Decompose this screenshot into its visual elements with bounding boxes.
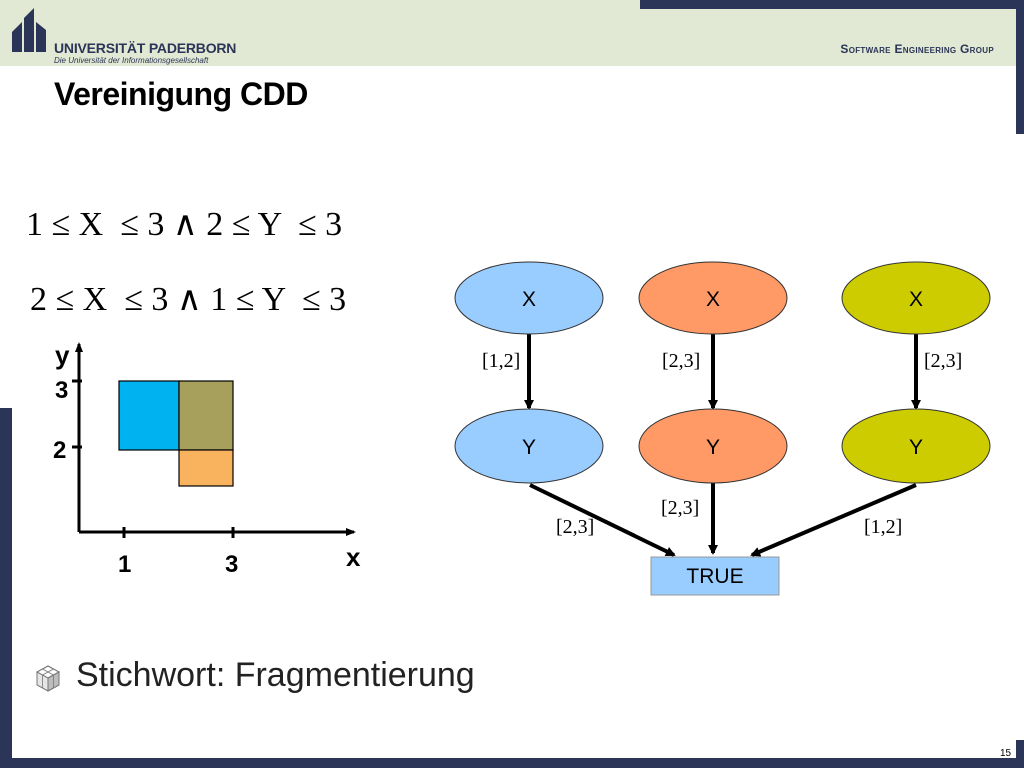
edge-label-x3-y3: [2,3] — [924, 350, 962, 372]
y-tick-label-2: 2 — [53, 437, 66, 464]
region-overlap — [178, 380, 234, 451]
header-band — [0, 0, 1024, 66]
node-x3-label: X — [909, 288, 923, 311]
region-orange — [178, 449, 234, 487]
edge-y3-true — [750, 483, 917, 557]
node-x2 — [638, 261, 788, 335]
footer-corner-bar — [1016, 740, 1024, 768]
edge-label-x1-y1: [1,2] — [482, 350, 520, 372]
region-blue — [118, 380, 180, 451]
edge-label-y2-true: [2,3] — [661, 497, 699, 519]
left-accent-bar — [0, 408, 12, 768]
node-y2 — [638, 408, 788, 484]
header-accent-bar — [640, 0, 1024, 9]
node-y1-label: Y — [522, 436, 536, 459]
formula-2: 2 ≤ X ≤ 3 ∧ 1 ≤ Y ≤ 3 — [30, 281, 347, 318]
node-x2-label: X — [706, 288, 720, 311]
right-accent-bar — [1016, 0, 1024, 134]
edge-label-y3-true: [1,2] — [864, 516, 902, 538]
x-axis-label: x — [346, 542, 361, 572]
edge-y1-true — [529, 483, 676, 557]
node-x1-label: X — [522, 288, 536, 311]
node-x1 — [454, 261, 604, 335]
node-y3 — [841, 408, 991, 484]
university-name: UNIVERSITÄT PADERBORN — [54, 40, 237, 56]
bullet-item: Stichwort: Fragmentierung — [76, 656, 475, 694]
edge-label-x2-y2: [2,3] — [662, 350, 700, 372]
edge-label-y1-true: [2,3] — [556, 516, 594, 538]
node-y2-label: Y — [706, 436, 720, 459]
cube-bullet-icon — [35, 665, 61, 692]
node-true-label: TRUE — [686, 565, 743, 588]
node-y1 — [454, 408, 604, 484]
node-true — [650, 556, 780, 596]
region-plot: y 3 2 1 3 x — [53, 340, 361, 578]
y-axis-label: y — [55, 340, 70, 370]
cdd-diagram: X X X Y Y Y TRUE [1,2] [2,3] [2,3] [2,3]… — [454, 261, 991, 596]
node-x3 — [841, 261, 991, 335]
x-tick-label-3: 3 — [225, 551, 238, 578]
page-title: Vereinigung CDD — [54, 76, 308, 112]
x-tick-label-1: 1 — [118, 551, 131, 578]
node-y3-label: Y — [909, 436, 923, 459]
page-number: 15 — [1000, 748, 1012, 759]
formula-1: 1 ≤ X ≤ 3 ∧ 2 ≤ Y ≤ 3 — [26, 206, 343, 243]
y-tick-label-3: 3 — [55, 377, 68, 404]
group-name: Software Engineering Group — [840, 42, 994, 56]
university-tagline: Die Universität der Informationsgesellsc… — [54, 56, 209, 65]
footer-accent-bar — [12, 758, 1024, 768]
